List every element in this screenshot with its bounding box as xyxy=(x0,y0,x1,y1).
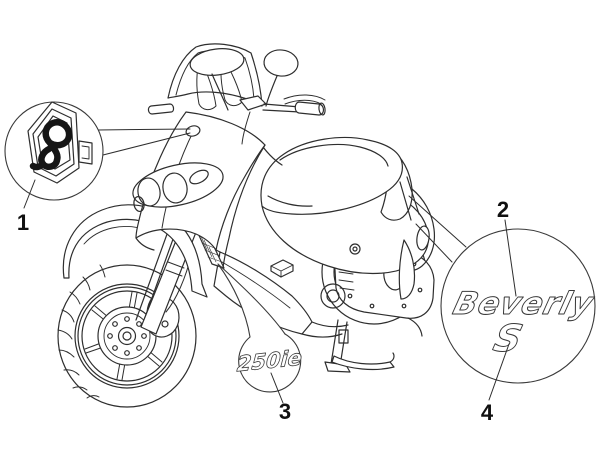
piaggio-logo-icon xyxy=(29,119,73,171)
balloon-tail xyxy=(217,263,286,338)
callout-circle-2 xyxy=(440,228,596,384)
badge-side-tab xyxy=(78,140,93,165)
callout-number-1: 1 xyxy=(17,210,29,235)
front-shield xyxy=(132,111,266,269)
label-line-4 xyxy=(488,343,510,401)
handlebar xyxy=(147,94,326,145)
brake-disc xyxy=(97,306,157,366)
pointer-line-lower xyxy=(415,223,453,263)
headlight-cluster xyxy=(132,162,224,213)
right-mirror xyxy=(263,49,299,107)
beverly-decal-text: Beverly xyxy=(450,286,598,321)
callout-circle-3 xyxy=(238,333,302,393)
label-line-2 xyxy=(504,219,517,297)
callout-numbers: 1 2 3 4 xyxy=(17,197,509,425)
leader-line-emblem-bottom xyxy=(102,132,191,156)
left-mirror xyxy=(189,48,245,111)
callout-number-4: 4 xyxy=(481,400,494,425)
callout-number-3: 3 xyxy=(279,399,291,424)
piaggio-hexagon-badge xyxy=(27,101,93,184)
label-line-3 xyxy=(270,372,284,404)
leader-line-emblem-top xyxy=(97,128,191,131)
center-stand xyxy=(324,319,395,373)
scooter-line-art xyxy=(57,43,436,408)
callout-emblem xyxy=(4,101,191,209)
pointer-line-upper xyxy=(408,195,467,248)
callout-number-2: 2 xyxy=(497,197,509,222)
label-line-1 xyxy=(23,179,36,209)
tire-tread-marks xyxy=(57,264,106,399)
callout-beverly-s: Beverly S xyxy=(408,195,598,401)
footpeg xyxy=(270,259,294,278)
callout-250ie: 250ie xyxy=(217,263,303,404)
